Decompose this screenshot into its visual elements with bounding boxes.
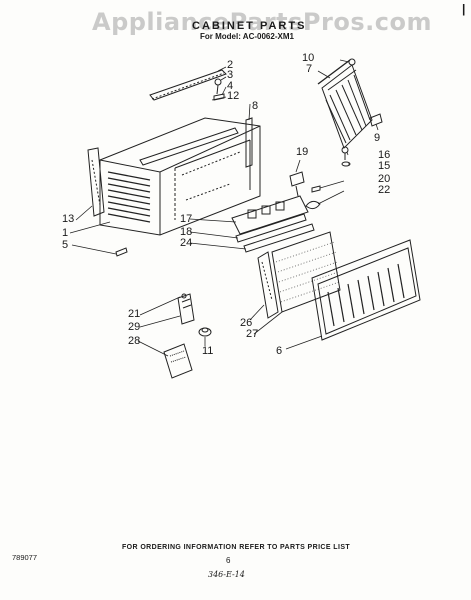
- corner-mark: |: [462, 2, 466, 16]
- front-grille-part-6: [311, 239, 421, 341]
- knob-part-11: [198, 327, 212, 337]
- callout-5: 5: [62, 239, 69, 251]
- diagram-title: CABINET PARTS: [192, 20, 307, 32]
- screw-part-4: [213, 93, 225, 101]
- handwritten-note: 346-E-14: [208, 570, 245, 579]
- model-subtitle: For Model: AC-0062-XM1: [200, 32, 294, 41]
- callout-7: 7: [306, 63, 313, 75]
- watermark: AppliancePartsPros.com: [92, 8, 432, 36]
- clip-part-22: [305, 200, 321, 210]
- ordering-note: FOR ORDERING INFORMATION REFER TO PARTS …: [122, 544, 351, 551]
- callout-19: 19: [296, 146, 309, 158]
- callout-10: 10: [302, 52, 315, 64]
- air-filter-part-27: [271, 231, 341, 313]
- screw-part-10: [348, 58, 356, 66]
- leader-lines: [69, 59, 379, 357]
- callout-4: 4: [227, 80, 234, 92]
- callout-1: 1: [62, 227, 69, 239]
- callout-24: 24: [180, 237, 193, 249]
- callout-29: 29: [128, 321, 141, 333]
- mid-rail-part: [139, 127, 239, 166]
- callout-15: 15: [378, 160, 391, 172]
- control-bar-part-18: [235, 213, 307, 243]
- callout-8: 8: [252, 100, 259, 112]
- part-9-clip: [369, 113, 383, 127]
- screw-part-3: [214, 78, 222, 95]
- callout-26: 26: [240, 317, 253, 329]
- screw-part-16: [341, 146, 349, 160]
- callout-18: 18: [180, 226, 193, 238]
- bracket-part-19: [289, 171, 305, 197]
- page-number: 6: [226, 556, 231, 565]
- screw-part-21: [181, 293, 187, 299]
- left-side-panel: [87, 147, 105, 217]
- screw-part-5: [115, 247, 128, 257]
- control-housing-part-17: [231, 195, 309, 235]
- bottom-rail-part-24: [243, 223, 315, 253]
- filter-frame-part-26: [257, 251, 279, 319]
- top-rail-part: [149, 69, 227, 101]
- callout-27: 27: [246, 328, 259, 340]
- cabinet-side-louvers: [107, 171, 151, 223]
- callout-12: 12: [227, 90, 240, 102]
- bracket-part-8: [245, 117, 253, 168]
- callout-21: 21: [128, 308, 141, 320]
- rear-grille: [317, 59, 373, 149]
- callout-2: 2: [227, 59, 234, 71]
- callout-9: 9: [374, 132, 381, 144]
- callout-16: 16: [378, 149, 391, 161]
- tag-part-28: [163, 343, 193, 379]
- callout-6: 6: [276, 345, 283, 357]
- callout-20: 20: [378, 173, 391, 185]
- clip-part-20: [311, 185, 321, 193]
- callout-13: 13: [62, 213, 75, 225]
- nameplate-part-29: [177, 293, 195, 325]
- callout-17: 17: [180, 213, 193, 225]
- callout-22: 22: [378, 184, 391, 196]
- callout-28: 28: [128, 335, 141, 347]
- callout-11: 11: [202, 345, 214, 357]
- callout-3: 3: [227, 69, 234, 81]
- document-code: 789077: [12, 553, 38, 562]
